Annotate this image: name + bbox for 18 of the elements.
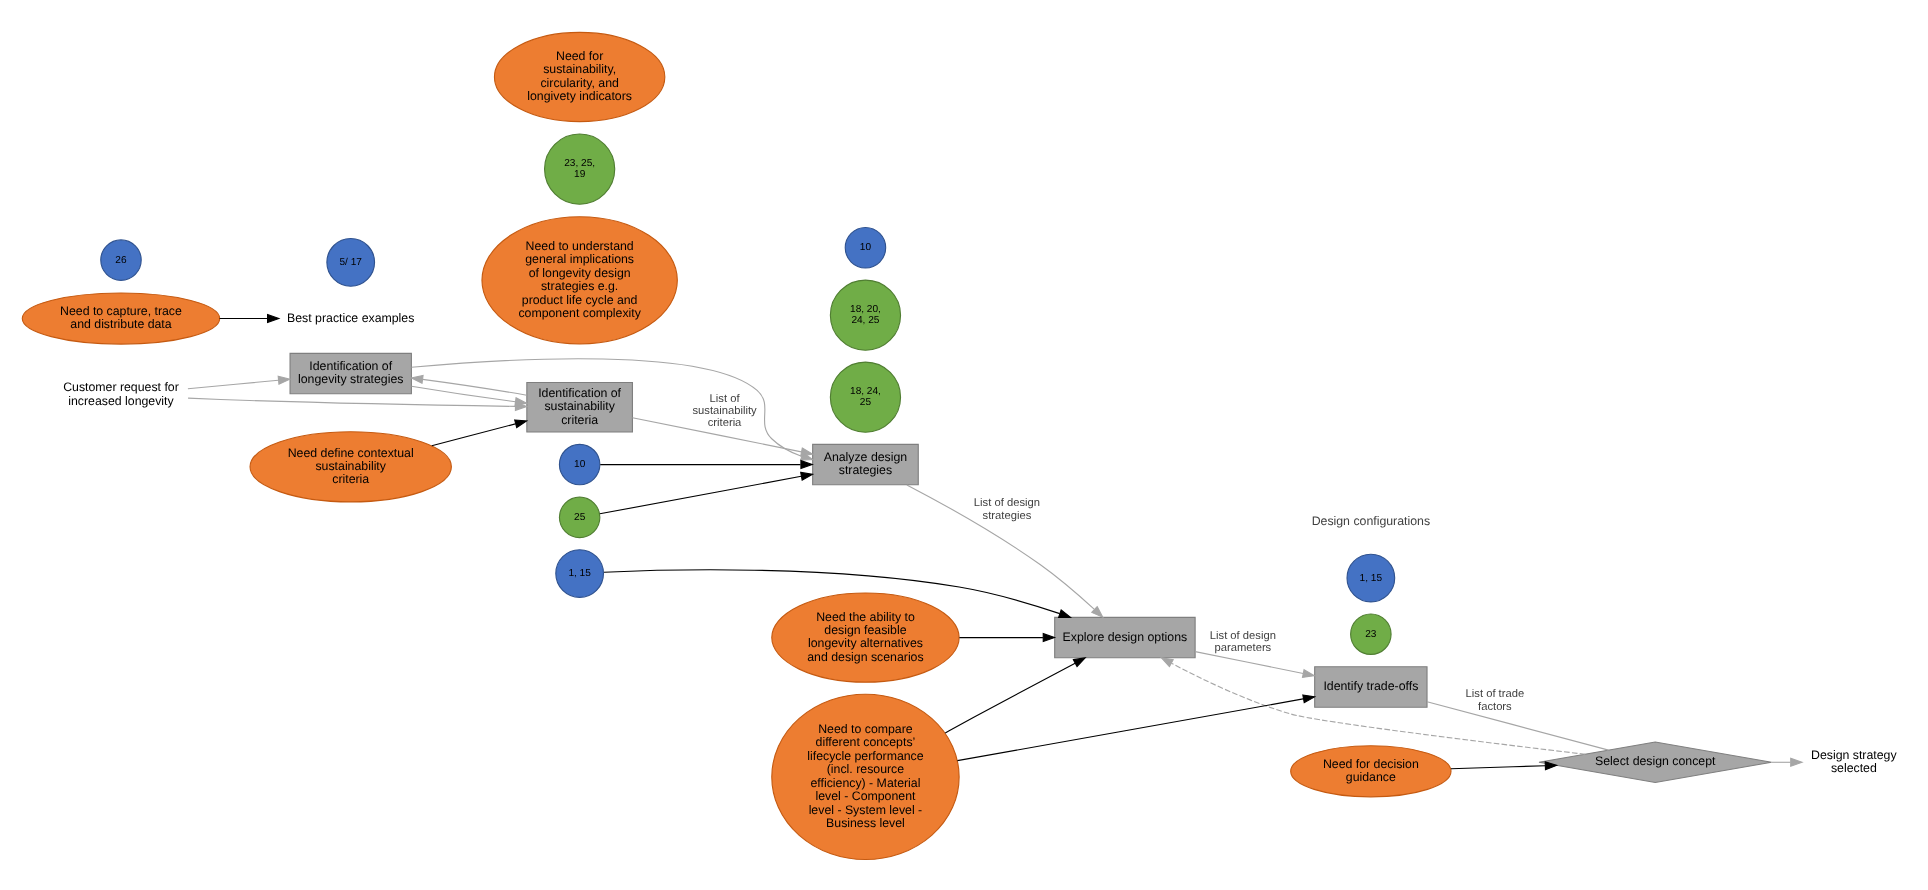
arrow [219, 312, 281, 323]
arrow [409, 373, 528, 395]
arrow [1450, 760, 1559, 770]
arrow [410, 384, 529, 406]
arrow [906, 483, 1104, 618]
arrow [1771, 756, 1804, 766]
arrow [1194, 650, 1316, 678]
arrow [187, 374, 292, 389]
arrow [599, 470, 815, 514]
arrow [631, 416, 815, 456]
arrow [603, 568, 1073, 617]
arrow [944, 656, 1087, 733]
arrow [431, 418, 529, 446]
arrow [958, 631, 1057, 642]
arrow [956, 693, 1317, 761]
arrow [599, 458, 814, 469]
arrow [1159, 656, 1586, 754]
connector [1426, 700, 1610, 750]
